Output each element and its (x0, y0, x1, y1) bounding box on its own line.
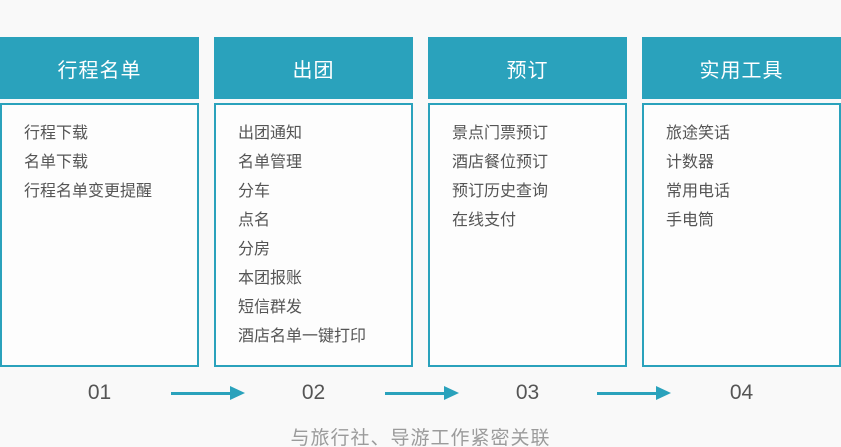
card-header: 出团 (214, 37, 413, 99)
arrow-head (230, 386, 245, 400)
feature-item: 名单下载 (24, 154, 89, 171)
card-tour-departure: 出团 出团通知名单管理分车点名分房本团报账短信群发酒店名单一键打印 (214, 37, 413, 367)
card-title: 预订 (506, 59, 549, 82)
feature-item: 计数器 (666, 154, 715, 171)
step-number-3: 03 (515, 381, 540, 404)
step-number-4: 04 (729, 381, 754, 404)
card-title: 行程名单 (57, 59, 142, 82)
feature-item: 分房 (238, 241, 271, 258)
card-title: 出团 (292, 59, 335, 82)
card-body: 旅途笑话计数器常用电话手电筒 (642, 103, 841, 367)
feature-item: 手电筒 (666, 212, 715, 229)
feature-list: 行程下载名单下载行程名单变更提醒 (24, 119, 191, 206)
caption: 与旅行社、导游工作紧密关联 (290, 428, 551, 447)
arrow-head (444, 386, 459, 400)
card-header: 行程名单 (0, 37, 199, 99)
arrow-line (171, 391, 230, 395)
card-itinerary-list: 行程名单 行程下载名单下载行程名单变更提醒 (0, 37, 199, 367)
feature-item: 在线支付 (452, 212, 517, 229)
feature-item: 预订历史查询 (452, 183, 549, 200)
arrow-right-icon (597, 386, 671, 400)
card-booking: 预订 景点门票预订酒店餐位预订预订历史查询在线支付 (428, 37, 627, 367)
feature-item: 本团报账 (238, 270, 303, 287)
feature-item: 点名 (238, 212, 271, 229)
card-title: 实用工具 (699, 59, 784, 82)
arrow-right-icon (385, 386, 459, 400)
feature-item: 景点门票预订 (452, 125, 549, 142)
step-number-1: 01 (87, 381, 112, 404)
card-header: 实用工具 (642, 37, 841, 99)
feature-item: 分车 (238, 183, 271, 200)
feature-item: 酒店餐位预订 (452, 154, 549, 171)
step-numbers-row: 01 02 03 04 (0, 379, 841, 407)
feature-list: 出团通知名单管理分车点名分房本团报账短信群发酒店名单一键打印 (238, 119, 405, 351)
feature-item: 行程名单变更提醒 (24, 183, 153, 200)
feature-item: 酒店名单一键打印 (238, 328, 367, 345)
feature-item: 短信群发 (238, 299, 303, 316)
card-body: 行程下载名单下载行程名单变更提醒 (0, 103, 199, 367)
arrow-line (385, 391, 444, 395)
feature-list: 旅途笑话计数器常用电话手电筒 (666, 119, 833, 235)
arrow-right-icon (171, 386, 245, 400)
arrow-head (656, 386, 671, 400)
feature-item: 出团通知 (238, 125, 303, 142)
feature-columns: 行程名单 行程下载名单下载行程名单变更提醒 出团 出团通知名单管理分车点名分房本… (0, 37, 841, 367)
feature-list: 景点门票预订酒店餐位预订预订历史查询在线支付 (452, 119, 619, 235)
feature-item: 旅途笑话 (666, 125, 731, 142)
feature-item: 名单管理 (238, 154, 303, 171)
feature-item: 行程下载 (24, 125, 89, 142)
card-body: 景点门票预订酒店餐位预订预订历史查询在线支付 (428, 103, 627, 367)
step-number-2: 02 (301, 381, 326, 404)
card-utilities: 实用工具 旅途笑话计数器常用电话手电筒 (642, 37, 841, 367)
card-body: 出团通知名单管理分车点名分房本团报账短信群发酒店名单一键打印 (214, 103, 413, 367)
arrow-line (597, 391, 656, 395)
feature-item: 常用电话 (666, 183, 731, 200)
card-header: 预订 (428, 37, 627, 99)
